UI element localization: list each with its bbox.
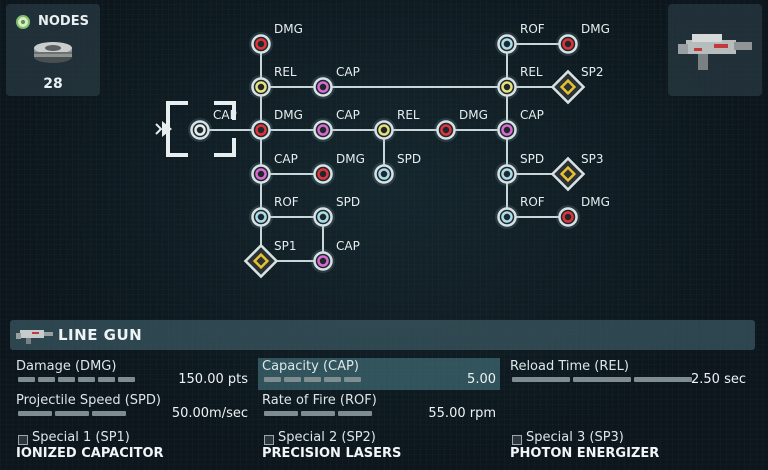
upgrade-node-label: SP3: [581, 152, 604, 166]
upgrade-node-label: SPD: [336, 195, 360, 209]
upgrade-node-label: DMG: [581, 22, 610, 36]
stat-bar: [264, 411, 372, 416]
stat-value: 2.50 sec: [691, 372, 746, 387]
upgrade-tree: DMG REL CAP DMG CAP REL DMG CAP SPD CAP DMG ROF SPD S…: [155, 22, 610, 279]
stat-bar: [512, 377, 692, 382]
power-node-icon: [34, 42, 72, 63]
upgrade-node-dmg[interactable]: DMG: [556, 195, 610, 229]
upgrade-node-label: DMG: [274, 22, 303, 36]
node-currency-icon: [16, 15, 30, 29]
upgrade-node-cap[interactable]: CAP: [311, 239, 360, 273]
upgrade-node-label: DMG: [581, 195, 610, 209]
upgrade-node-rel[interactable]: REL: [372, 108, 420, 142]
stat-value: 5.00: [467, 372, 496, 387]
stat-bar: [18, 411, 126, 416]
special-label: Special 2 (SP2): [278, 430, 376, 445]
upgrade-node-cap[interactable]: CAP: [495, 108, 544, 142]
upgrade-node-label: SP1: [274, 239, 297, 253]
upgrade-node-label: DMG: [274, 108, 303, 122]
upgrade-node-label: CAP: [336, 239, 360, 253]
weapon-name: LINE GUN: [58, 326, 143, 344]
nodes-count: 28: [43, 76, 63, 92]
stat-value: 50.00m/sec: [171, 406, 248, 421]
stat-label: Reload Time (REL): [510, 359, 629, 374]
upgrade-node-cap[interactable]: CAP: [311, 108, 360, 142]
weapon-title-bar: LINE GUN: [10, 320, 755, 350]
upgrade-node-rof[interactable]: ROF: [495, 22, 545, 56]
special-3[interactable]: Special 3 (SP3) PHOTON ENERGIZER: [506, 430, 750, 466]
upgrade-node-label: SPD: [520, 152, 544, 166]
nodes-counter-panel: NODES 28: [6, 4, 100, 96]
special-3-checkbox[interactable]: [512, 435, 522, 445]
upgrade-node-cap[interactable]: CAP: [188, 108, 237, 142]
nodes-label: NODES: [38, 14, 89, 29]
stat-label: Rate of Fire (ROF): [262, 393, 377, 408]
upgrade-node-dmg[interactable]: DMG: [249, 22, 303, 56]
upgrade-node-label: REL: [520, 65, 543, 79]
stat-capacity[interactable]: Capacity (CAP) 5.00: [258, 358, 500, 390]
special-label: Special 3 (SP3): [526, 430, 624, 445]
upgrade-node-sp2[interactable]: SP2: [550, 65, 604, 105]
weapon-small-icon: [16, 330, 53, 344]
upgrade-node-label: ROF: [274, 195, 299, 209]
upgrade-node-cap[interactable]: CAP: [311, 65, 360, 99]
upgrade-node-label: REL: [397, 108, 420, 122]
special-1[interactable]: Special 1 (SP1) IONIZED CAPACITOR: [12, 430, 252, 466]
stat-damage[interactable]: Damage (DMG) 150.00 pts: [12, 358, 252, 390]
stat-rate-of-fire[interactable]: Rate of Fire (ROF) 55.00 rpm: [258, 392, 500, 424]
upgrade-node-label: DMG: [336, 152, 365, 166]
upgrade-node-label: SPD: [397, 152, 421, 166]
stat-value: 55.00 rpm: [428, 406, 496, 421]
upgrade-node-dmg[interactable]: DMG: [249, 108, 303, 142]
upgrade-node-label: ROF: [520, 195, 545, 209]
upgrade-node-rof[interactable]: ROF: [495, 195, 545, 229]
upgrade-node-spd[interactable]: SPD: [311, 195, 360, 229]
special-2-checkbox[interactable]: [264, 435, 274, 445]
upgrade-node-sp1[interactable]: SP1: [243, 239, 297, 279]
upgrade-node-label: SP2: [581, 65, 604, 79]
upgrade-node-label: DMG: [459, 108, 488, 122]
upgrade-node-label: REL: [274, 65, 297, 79]
upgrade-node-label: CAP: [520, 108, 544, 122]
stat-label: Damage (DMG): [16, 359, 117, 374]
tree-entry-bracket: [155, 101, 236, 157]
special-name: PRECISION LASERS: [262, 446, 402, 461]
upgrade-node-rof[interactable]: ROF: [249, 195, 299, 229]
upgrade-node-label: CAP: [213, 108, 237, 122]
stat-label: Projectile Speed (SPD): [16, 393, 161, 408]
stat-bar: [18, 377, 135, 382]
special-2[interactable]: Special 2 (SP2) PRECISION LASERS: [258, 430, 500, 466]
upgrade-node-spd[interactable]: SPD: [495, 152, 544, 186]
stat-value: 150.00 pts: [178, 372, 248, 387]
upgrade-node-label: CAP: [336, 65, 360, 79]
upgrade-node-rel[interactable]: REL: [249, 65, 297, 99]
weapon-preview-panel: [668, 4, 762, 96]
stat-projectile-speed[interactable]: Projectile Speed (SPD) 50.00m/sec: [12, 392, 252, 424]
stat-label: Capacity (CAP): [262, 359, 359, 374]
upgrade-node-dmg[interactable]: DMG: [311, 152, 365, 186]
upgrade-node-dmg[interactable]: DMG: [434, 108, 488, 142]
stat-bar: [264, 377, 361, 382]
upgrade-node-dmg[interactable]: DMG: [556, 22, 610, 56]
upgrade-node-sp3[interactable]: SP3: [550, 152, 604, 192]
special-name: IONIZED CAPACITOR: [16, 446, 164, 461]
stat-reload-time[interactable]: Reload Time (REL) 2.50 sec: [506, 358, 750, 390]
upgrade-node-label: CAP: [336, 108, 360, 122]
special-name: PHOTON ENERGIZER: [510, 446, 660, 461]
upgrade-node-rel[interactable]: REL: [495, 65, 543, 99]
upgrade-nodes: DMG REL CAP DMG CAP REL DMG CAP SPD CAP DMG ROF SPD S…: [188, 22, 610, 279]
special-1-checkbox[interactable]: [18, 435, 28, 445]
line-gun-icon: [678, 34, 752, 70]
special-label: Special 1 (SP1): [32, 430, 130, 445]
upgrade-node-label: CAP: [274, 152, 298, 166]
upgrade-node-spd[interactable]: SPD: [372, 152, 421, 186]
weapon-stats-panel: LINE GUN Damage (DMG) 150.00 pts Capacit…: [10, 320, 755, 470]
upgrade-node-label: ROF: [520, 22, 545, 36]
upgrade-node-cap[interactable]: CAP: [249, 152, 298, 186]
